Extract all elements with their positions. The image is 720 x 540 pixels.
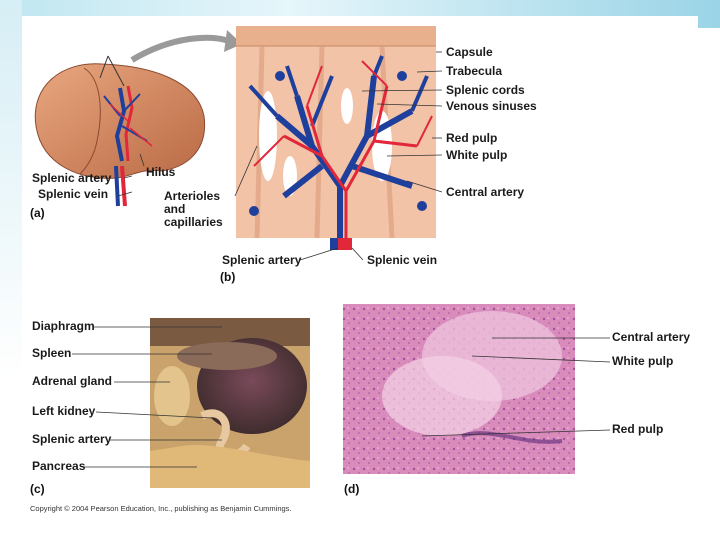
- figure-graphics: [34, 26, 611, 488]
- panel-c-tag: (c): [30, 482, 45, 496]
- panel-d-leaders: [421, 337, 611, 437]
- copyright-text: Copyright © 2004 Pearson Education, Inc.…: [30, 504, 292, 513]
- label-c-adrenal-gland: Adrenal gland: [32, 374, 113, 388]
- label-d-red-pulp: Red pulp: [612, 422, 664, 436]
- label-b-trabecula: Trabecula: [446, 64, 503, 78]
- panel-a-tag: (a): [30, 206, 45, 220]
- panel-c-photo: [150, 318, 310, 488]
- panel-d-histology: [343, 304, 575, 474]
- label-b-red-pulp: Red pulp: [446, 131, 498, 145]
- label-a-splenic-vein: Splenic vein: [38, 187, 109, 201]
- zoom-arrow: [130, 34, 234, 63]
- label-d-white-pulp: White pulp: [612, 354, 674, 368]
- slide: Splenic artery Splenic vein Hilus Arteri…: [22, 16, 698, 522]
- label-b-white-pulp: White pulp: [446, 148, 508, 162]
- panel-b-tag: (b): [220, 270, 236, 284]
- label-b-splenic-cords: Splenic cords: [446, 83, 525, 97]
- panel-d-tag: (d): [344, 482, 360, 496]
- label-c-splenic-artery: Splenic artery: [32, 432, 112, 446]
- label-c-diaphragm: Diaphragm: [32, 319, 95, 333]
- label-b-central-artery: Central artery: [446, 185, 525, 199]
- label-b-splenic-artery: Splenic artery: [222, 253, 302, 267]
- label-a-arterioles: Arterioles and capillaries: [164, 189, 223, 229]
- panel-b-leaders: [234, 51, 443, 261]
- panel-b-section: [236, 26, 436, 250]
- label-c-spleen: Spleen: [32, 346, 72, 360]
- label-a-splenic-artery: Splenic artery: [32, 171, 112, 185]
- label-b-venous-sinuses: Venous sinuses: [446, 99, 537, 113]
- label-c-left-kidney: Left kidney: [32, 404, 96, 418]
- label-d-central-artery: Central artery: [612, 330, 691, 344]
- panel-c-leaders: [72, 326, 222, 468]
- panel-a-spleen: [34, 55, 206, 207]
- label-b-splenic-vein: Splenic vein: [367, 253, 438, 267]
- panel-a-leaders: [117, 153, 145, 197]
- label-b-capsule: Capsule: [446, 45, 493, 59]
- label-a-hilus: Hilus: [146, 165, 176, 179]
- label-c-pancreas: Pancreas: [32, 459, 86, 473]
- zoom-arrow-head: [224, 30, 242, 52]
- slide-left-band: [0, 0, 22, 540]
